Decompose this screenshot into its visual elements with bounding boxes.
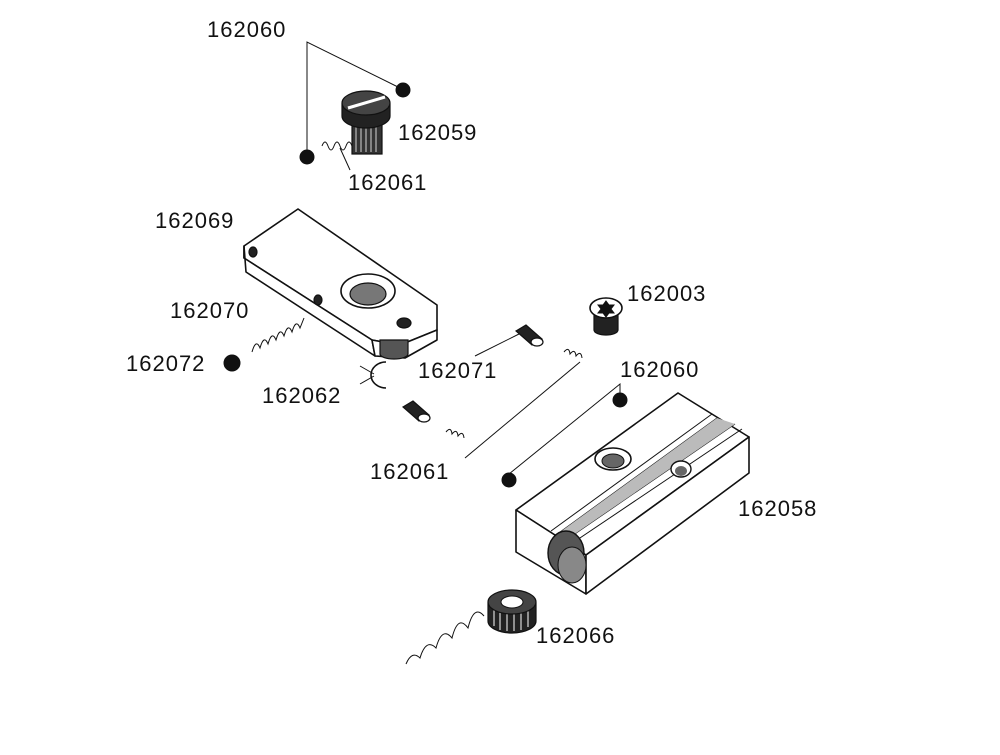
label-162069: 162069	[155, 208, 234, 233]
label-162071: 162071	[418, 358, 497, 383]
label-162061-top: 162061	[348, 170, 427, 195]
label-162003: 162003	[627, 281, 706, 306]
label-162072: 162072	[126, 351, 205, 376]
part-162062-e-clip	[359, 361, 387, 389]
part-long-spring	[405, 611, 485, 665]
part-162061-top-spring	[321, 141, 353, 171]
part-162061-spring-right	[563, 348, 583, 359]
label-162061-mid: 162061	[370, 459, 449, 484]
part-162060-mid-balls	[501, 382, 628, 488]
part-162066-knurled-bushing	[487, 589, 537, 634]
part-162061-leader-lines	[464, 361, 581, 459]
label-162062: 162062	[262, 383, 341, 408]
label-162058: 162058	[738, 496, 817, 521]
part-162061-spring-left	[445, 428, 465, 439]
part-162058-rail-block	[515, 392, 750, 595]
part-162069-lever	[243, 208, 438, 360]
label-162066: 162066	[536, 623, 615, 648]
label-162060-mid: 162060	[620, 357, 699, 382]
part-162003-torx-screw	[589, 297, 623, 336]
label-162060-top: 162060	[207, 17, 286, 42]
part-162071-pin-upper	[474, 324, 544, 357]
part-162071-pin-lower	[401, 400, 431, 423]
label-162070: 162070	[170, 298, 249, 323]
part-162070-spring	[251, 317, 305, 353]
part-162072-ball	[223, 354, 241, 372]
label-162059: 162059	[398, 120, 477, 145]
part-162059-knurled-knob	[341, 90, 391, 155]
part-162060-top-balls	[299, 41, 411, 165]
